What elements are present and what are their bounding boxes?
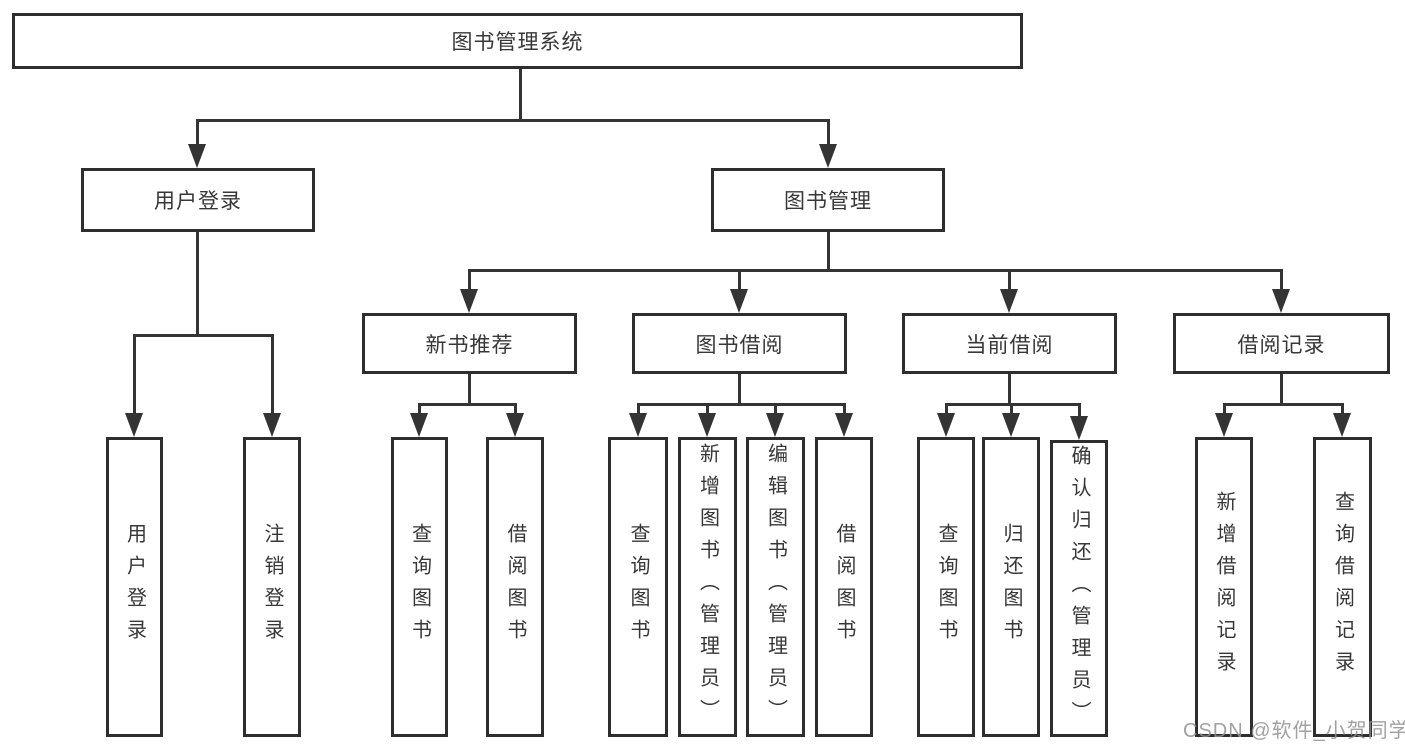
connector-arrow-shaft — [1223, 403, 1226, 419]
connector-arrow-shaft — [271, 334, 274, 418]
connector-root-branch — [196, 119, 830, 122]
node-label: 新增图书（管理员） — [696, 443, 719, 731]
connector-arrow-shaft — [468, 269, 471, 293]
leaf-edit-books-admin: 编辑图书（管理员） — [746, 437, 805, 737]
connector-arrow-shaft — [945, 403, 948, 419]
node-label: 借阅记录 — [1237, 333, 1326, 357]
node-new-book-recommend: 新书推荐 — [362, 313, 577, 374]
node-label: 借阅图书 — [833, 523, 855, 651]
arrow-down-icon — [730, 289, 748, 313]
node-label: 编辑图书（管理员） — [764, 443, 787, 731]
connector-new-book-branch — [418, 403, 517, 406]
arrow-down-icon — [629, 413, 647, 437]
node-borrowing-records: 借阅记录 — [1173, 313, 1390, 374]
connector-arrow-shaft — [774, 403, 777, 419]
arrow-down-icon — [506, 413, 524, 437]
node-root: 图书管理系统 — [12, 13, 1023, 69]
arrow-down-icon — [1000, 289, 1018, 313]
node-label: 注销登录 — [261, 523, 283, 651]
arrow-down-icon — [835, 413, 853, 437]
connector-arrow-shaft — [1280, 269, 1283, 293]
arrow-down-icon — [698, 413, 716, 437]
node-label: 借阅图书 — [504, 523, 526, 651]
arrow-down-icon — [410, 413, 428, 437]
arrow-down-icon — [1070, 416, 1088, 440]
connector-book-mgmt-branch — [468, 269, 1283, 272]
arrow-down-icon — [263, 413, 281, 437]
connector-current-borrow-stub — [1008, 374, 1011, 406]
arrow-down-icon — [1215, 413, 1233, 437]
leaf-query-books-1: 查询图书 — [391, 437, 448, 737]
connector-book-mgmt-stub — [827, 232, 830, 272]
connector-current-borrow-branch — [945, 403, 1081, 406]
connector-arrow-shaft — [196, 119, 199, 153]
arrow-down-icon — [819, 144, 837, 168]
connector-arrow-shaft — [514, 403, 517, 419]
arrow-down-icon — [1333, 413, 1351, 437]
node-label: 新书推荐 — [425, 333, 514, 357]
leaf-add-books-admin: 新增图书（管理员） — [678, 437, 737, 737]
leaf-borrow-books-1: 借阅图书 — [486, 437, 544, 737]
connector-arrow-shaft — [133, 334, 136, 418]
arrow-down-icon — [460, 289, 478, 313]
node-book-borrowing: 图书借阅 — [632, 313, 847, 374]
node-label: 查询图书 — [627, 523, 649, 651]
connector-arrow-shaft — [1341, 403, 1344, 419]
arrow-down-icon — [766, 413, 784, 437]
leaf-query-books-2: 查询图书 — [608, 437, 668, 737]
node-label: 确认归还（管理员） — [1068, 444, 1090, 733]
connector-arrow-shaft — [1008, 269, 1011, 293]
arrow-down-icon — [188, 144, 206, 168]
node-user-login: 用户登录 — [81, 168, 315, 232]
node-book-management: 图书管理 — [711, 168, 945, 232]
connector-arrow-shaft — [637, 403, 640, 419]
leaf-query-borrow-record: 查询借阅记录 — [1313, 437, 1372, 737]
connector-user-login-stub — [196, 232, 199, 336]
connector-borrow-records-branch — [1223, 403, 1344, 406]
node-label: 用户登录 — [154, 190, 242, 213]
connector-new-book-stub — [468, 374, 471, 406]
connector-root-stub — [519, 69, 522, 121]
connector-arrow-shaft — [843, 403, 846, 419]
node-label: 查询借阅记录 — [1331, 491, 1354, 683]
leaf-add-borrow-record: 新增借阅记录 — [1195, 437, 1253, 737]
leaf-user-login: 用户登录 — [106, 437, 163, 737]
node-label: 查询图书 — [408, 523, 431, 651]
arrow-down-icon — [125, 413, 143, 437]
leaf-logout: 注销登录 — [243, 437, 301, 737]
node-label: 用户登录 — [123, 523, 146, 651]
connector-book-borrow-stub — [738, 374, 741, 406]
csdn-watermark: CSDN @软件_小贺同学 — [1183, 720, 1405, 742]
connector-arrow-shaft — [1010, 403, 1013, 419]
arrow-down-icon — [1002, 413, 1020, 437]
node-label: 图书借阅 — [695, 333, 784, 357]
node-label: 图书管理系统 — [451, 31, 584, 54]
node-label: 归还图书 — [1000, 523, 1022, 651]
connector-arrow-shaft — [418, 403, 421, 419]
leaf-query-books-3: 查询图书 — [917, 437, 975, 737]
connector-user-login-branch — [133, 334, 274, 337]
node-label: 新增借阅记录 — [1213, 491, 1235, 683]
arrow-down-icon — [937, 413, 955, 437]
node-current-borrowing: 当前借阅 — [902, 313, 1117, 374]
leaf-borrow-books-2: 借阅图书 — [815, 437, 873, 737]
connector-arrow-shaft — [827, 119, 830, 153]
connector-arrow-shaft — [706, 403, 709, 419]
connector-borrow-records-stub — [1280, 374, 1283, 406]
leaf-return-books: 归还图书 — [982, 437, 1040, 737]
node-label: 查询图书 — [935, 523, 957, 651]
arrow-down-icon — [1272, 289, 1290, 313]
node-label: 当前借阅 — [965, 333, 1054, 357]
node-label: 图书管理 — [784, 190, 872, 213]
connector-arrow-shaft — [738, 269, 741, 293]
leaf-confirm-return-admin: 确认归还（管理员） — [1050, 440, 1108, 737]
connector-arrow-shaft — [1078, 403, 1081, 421]
connector-book-borrow-branch — [637, 403, 846, 406]
